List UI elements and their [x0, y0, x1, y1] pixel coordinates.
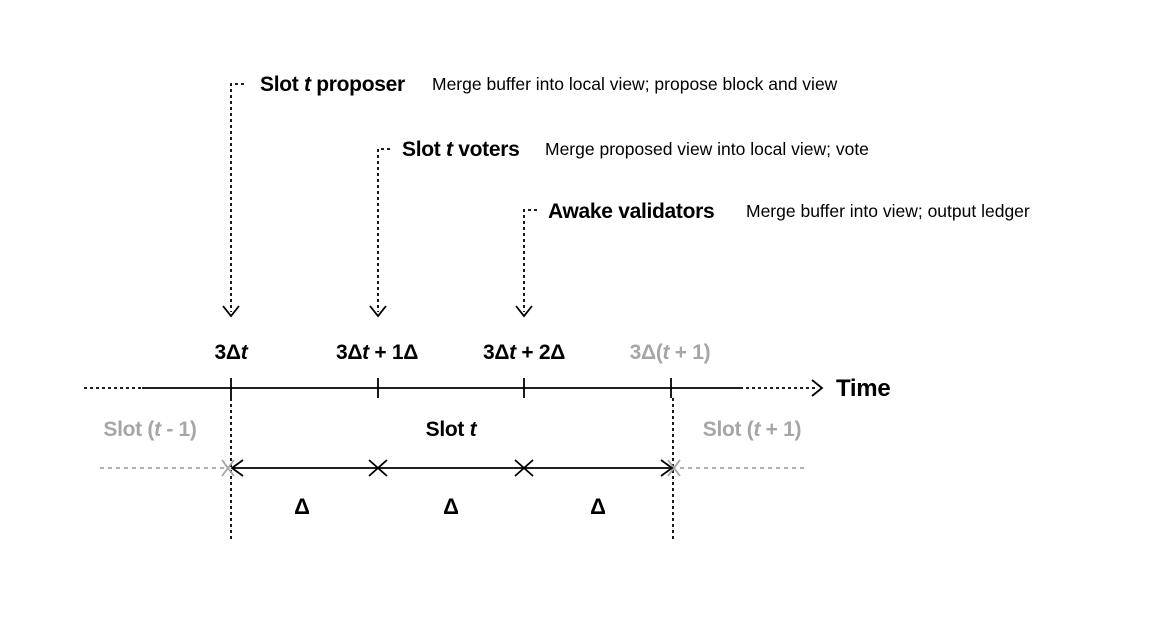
interval-cross-2	[514, 459, 534, 477]
delta-label-1: Δ	[294, 494, 310, 519]
validators-description: Merge buffer into view; output ledger	[746, 201, 1030, 221]
proposer-description: Merge buffer into local view; propose bl…	[432, 74, 838, 94]
svg-text:Slot t proposer: Slot t proposer	[260, 73, 405, 96]
annotation-voters: Slot t voters Merge proposed view into l…	[402, 138, 869, 161]
voters-title-post: voters	[453, 138, 520, 161]
voters-arrow-line	[377, 148, 390, 312]
slot-current-label: Slot t	[426, 418, 478, 441]
tick-label-2: 3Δt + 2Δ	[483, 341, 565, 364]
voters-title-pre: Slot	[402, 138, 446, 161]
axis-label: Time	[836, 375, 890, 402]
validators-arrow-head	[515, 305, 533, 318]
annotation-proposer: Slot t proposer Merge buffer into local …	[260, 73, 838, 96]
svg-text:Slot t voters: Slot t voters	[402, 138, 519, 161]
svg-text:Awake validators: Awake validators	[548, 200, 714, 223]
proposer-title-post: proposer	[311, 73, 405, 96]
proposer-arrow-line	[230, 83, 244, 312]
interval-cross-1	[368, 459, 388, 477]
next-slot-cross	[667, 459, 681, 477]
delta-label-2: Δ	[443, 494, 459, 519]
delta-labels: Δ Δ Δ	[294, 494, 606, 519]
prev-slot-cross	[221, 459, 235, 477]
slot-prev-label: Slot (t - 1)	[103, 418, 196, 441]
delta-intervals	[230, 459, 674, 477]
annotation-arrows	[222, 83, 537, 318]
voters-description: Merge proposed view into local view; vot…	[545, 139, 869, 159]
proposer-arrow-head	[222, 305, 240, 318]
delta-label-3: Δ	[590, 494, 606, 519]
proposer-title-var: t	[304, 73, 312, 96]
slot-next-label: Slot (t + 1)	[703, 418, 802, 441]
interval-arrow-start	[230, 459, 244, 477]
voters-arrow-head	[369, 305, 387, 318]
validators-arrow-line	[523, 209, 537, 312]
tick-label-1: 3Δt + 1Δ	[336, 341, 418, 364]
time-axis	[84, 378, 824, 398]
interval-arrow-end	[660, 459, 674, 477]
tick-labels: 3Δt 3Δt + 1Δ 3Δt + 2Δ 3Δ(t + 1)	[215, 341, 711, 364]
proposer-title-pre: Slot	[260, 73, 304, 96]
tick-label-0: 3Δt	[215, 341, 249, 364]
adjacent-slot-lines	[100, 459, 806, 477]
voters-title-var: t	[446, 138, 454, 161]
validators-title-post: Awake validators	[548, 200, 714, 223]
slot-labels: Slot (t - 1) Slot t Slot (t + 1)	[103, 418, 801, 441]
tick-label-3: 3Δ(t + 1)	[630, 341, 711, 364]
axis-arrow-head	[811, 379, 824, 397]
annotation-validators: Awake validators Merge buffer into view;…	[548, 200, 1030, 223]
